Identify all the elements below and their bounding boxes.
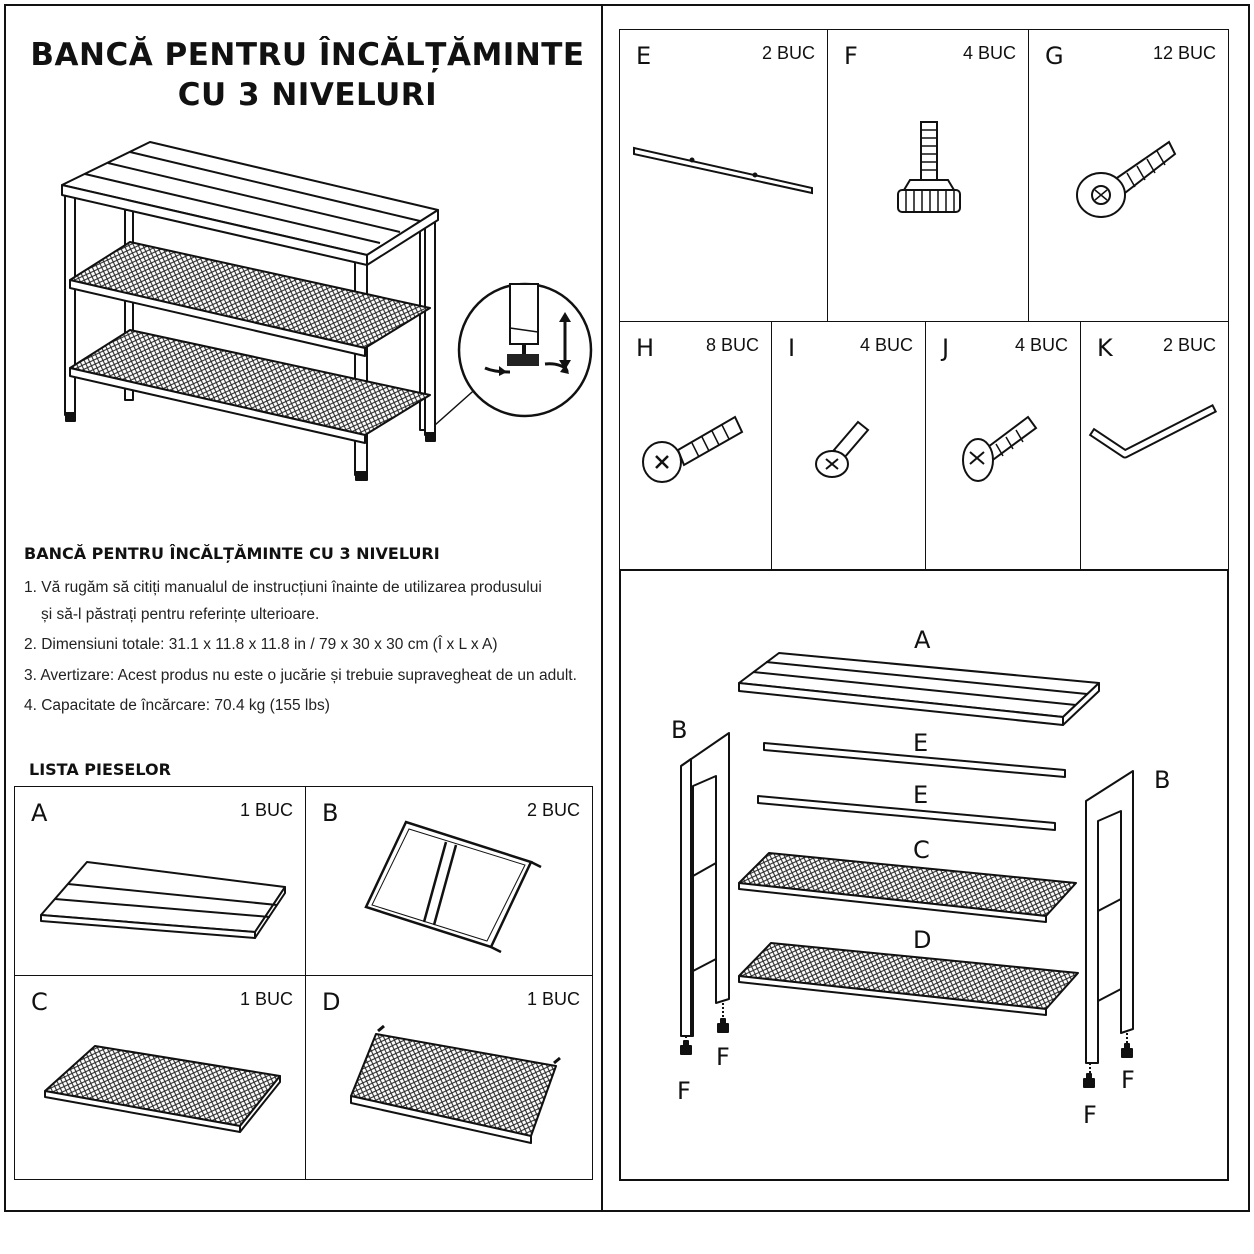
exploded-label-f-3: F	[1083, 1101, 1097, 1129]
part-cell-d: D 1 BUC	[305, 975, 593, 1180]
part-letter: B	[322, 799, 339, 827]
hardware-letter: F	[844, 42, 858, 70]
hardware-cell-g: G 12 BUC	[1028, 29, 1229, 322]
page-title: BANCĂ PENTRU ÎNCĂLȚĂMINTE CU 3 NIVELURI	[30, 35, 585, 115]
page-divider	[601, 4, 603, 1212]
hardware-cell-i: I 4 BUC	[771, 321, 926, 570]
part-d-shelf-icon	[350, 1024, 561, 1144]
info-item-1-cont: și să-l păstrați pentru referințe ulteri…	[41, 606, 320, 623]
part-b-frame-icon	[364, 820, 542, 954]
hardware-letter: H	[636, 334, 655, 362]
info-item-2: 2. Dimensiuni totale: 31.1 x 11.8 x 11.8…	[24, 636, 498, 653]
product-illustration	[61, 141, 593, 481]
hardware-cell-j: J 4 BUC	[925, 321, 1081, 570]
exploded-label-f-2: F	[716, 1043, 730, 1071]
hardware-cell-f: F 4 BUC	[827, 29, 1029, 322]
wood-screw-icon	[962, 415, 1038, 482]
part-quantity: 1 BUC	[526, 989, 580, 1009]
info-item-1: 1. Vă rugăm să citiți manualul de instru…	[24, 579, 542, 596]
info-heading: BANCĂ PENTRU ÎNCĂLȚĂMINTE CU 3 NIVELURI	[24, 544, 440, 563]
hardware-letter: K	[1097, 334, 1113, 362]
leveling-foot-icon	[897, 121, 961, 213]
hardware-letter: E	[636, 42, 652, 70]
part-quantity: 2 BUC	[526, 800, 580, 820]
exploded-label-e-1: E	[913, 729, 929, 757]
hardware-cell-h: H 8 BUC	[619, 321, 772, 570]
part-cell-a: A 1 BUC	[14, 786, 306, 976]
page-frame	[4, 4, 1250, 1212]
exploded-label-e-2: E	[913, 781, 929, 809]
hardware-cell-k: K 2 BUC	[1080, 321, 1229, 570]
part-cell-c: C 1 BUC	[14, 975, 306, 1180]
part-quantity: 1 BUC	[239, 800, 293, 820]
part-letter: D	[322, 988, 341, 1016]
hardware-quantity: 4 BUC	[859, 335, 913, 355]
parts-list-heading: LISTA PIESELOR	[29, 760, 171, 779]
hardware-quantity: 12 BUC	[1152, 43, 1216, 63]
exploded-label-b-right: B	[1154, 766, 1171, 794]
hardware-letter: I	[788, 334, 796, 362]
title-line-2: CU 3 NIVELURI	[177, 77, 438, 113]
hardware-cell-e: E 2 BUC	[619, 29, 828, 322]
info-item-4: 4. Capacitate de încărcare: 70.4 kg (155…	[24, 697, 330, 714]
exploded-view-panel: A B B E E C D F F F F	[619, 569, 1229, 1181]
part-c-shelf-icon	[44, 1045, 281, 1133]
exploded-label-f-1: F	[677, 1077, 691, 1105]
allen-key-icon	[1088, 403, 1218, 459]
hardware-quantity: 2 BUC	[761, 43, 815, 63]
rod-icon	[633, 146, 813, 195]
title-line-1: BANCĂ PENTRU ÎNCĂLȚĂMINTE	[30, 37, 585, 73]
exploded-label-c: C	[913, 836, 930, 864]
hardware-quantity: 2 BUC	[1162, 335, 1216, 355]
info-item-3: 3. Avertizare: Acest produs nu este o ju…	[24, 667, 577, 684]
short-screw-icon	[815, 420, 870, 478]
exploded-label-f-4: F	[1121, 1066, 1135, 1094]
exploded-label-a: A	[914, 626, 931, 654]
part-quantity: 1 BUC	[239, 989, 293, 1009]
hardware-letter: G	[1045, 42, 1064, 70]
exploded-label-b-left: B	[671, 716, 688, 744]
hardware-quantity: 4 BUC	[1014, 335, 1068, 355]
hardware-quantity: 4 BUC	[962, 43, 1016, 63]
hardware-quantity: 8 BUC	[705, 335, 759, 355]
phillips-screw-icon	[642, 415, 744, 483]
part-letter: A	[31, 799, 48, 827]
part-a-board-icon	[40, 861, 286, 939]
exploded-label-d: D	[913, 926, 932, 954]
hardware-letter: J	[942, 334, 950, 362]
flat-head-bolt-icon	[1076, 140, 1177, 218]
part-cell-b: B 2 BUC	[305, 786, 593, 976]
part-letter: C	[31, 988, 48, 1016]
exploded-assembly-diagram	[680, 652, 1134, 1088]
